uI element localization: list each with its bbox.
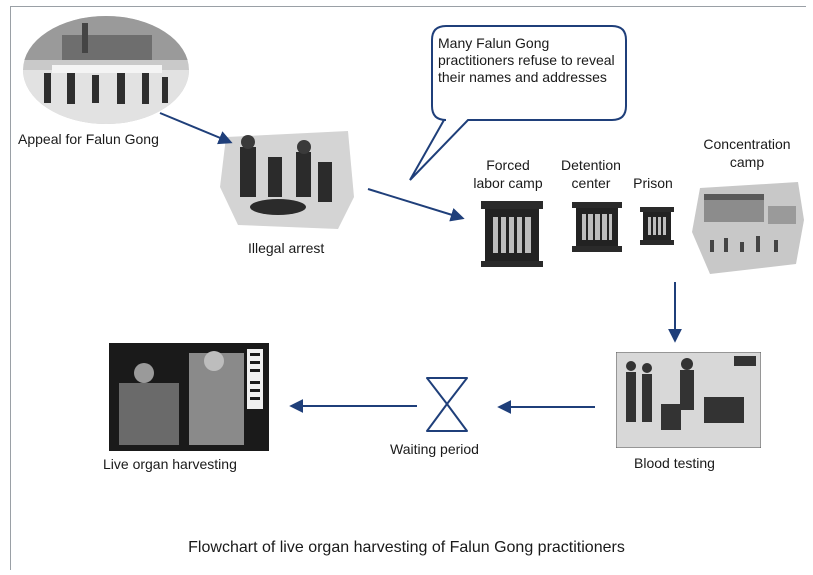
forced-labor-cage-icon bbox=[481, 201, 543, 267]
label-detention-1: Detention bbox=[561, 157, 621, 173]
arrow-appeal-to-arrest bbox=[159, 112, 233, 145]
label-concentration-1: Concentration bbox=[703, 136, 791, 152]
arrest-photo bbox=[220, 131, 354, 229]
arrow-arrest-to-camp bbox=[367, 188, 465, 222]
label-forced-labor-1: Forced bbox=[486, 157, 530, 173]
figure-caption: Flowchart of live organ harvesting of Fa… bbox=[188, 539, 625, 556]
callout-text: Many Falun Gong practitioners refuse to … bbox=[438, 35, 615, 85]
label-detention-2: center bbox=[571, 175, 611, 191]
label-live-organ-harvesting: Live organ harvesting bbox=[103, 456, 237, 472]
label-forced-labor-2: labor camp bbox=[473, 175, 543, 191]
detention-cage-icon bbox=[572, 202, 622, 252]
appeal-photo bbox=[23, 16, 189, 124]
organ-harvesting-illustration bbox=[109, 343, 269, 451]
blood-testing-photo bbox=[616, 352, 761, 448]
concentration-camp-photo bbox=[692, 182, 804, 274]
label-waiting-period: Waiting period bbox=[390, 441, 479, 457]
hourglass-icon bbox=[426, 377, 468, 432]
label-concentration-2: camp bbox=[729, 154, 765, 170]
label-blood-testing: Blood testing bbox=[634, 455, 715, 471]
label-illegal-arrest: Illegal arrest bbox=[248, 240, 325, 256]
label-appeal: Appeal for Falun Gong bbox=[18, 131, 159, 147]
prison-cage-icon bbox=[640, 207, 674, 245]
callout-bubble bbox=[409, 25, 627, 181]
label-prison: Prison bbox=[633, 175, 673, 191]
frame-border bbox=[10, 6, 806, 570]
